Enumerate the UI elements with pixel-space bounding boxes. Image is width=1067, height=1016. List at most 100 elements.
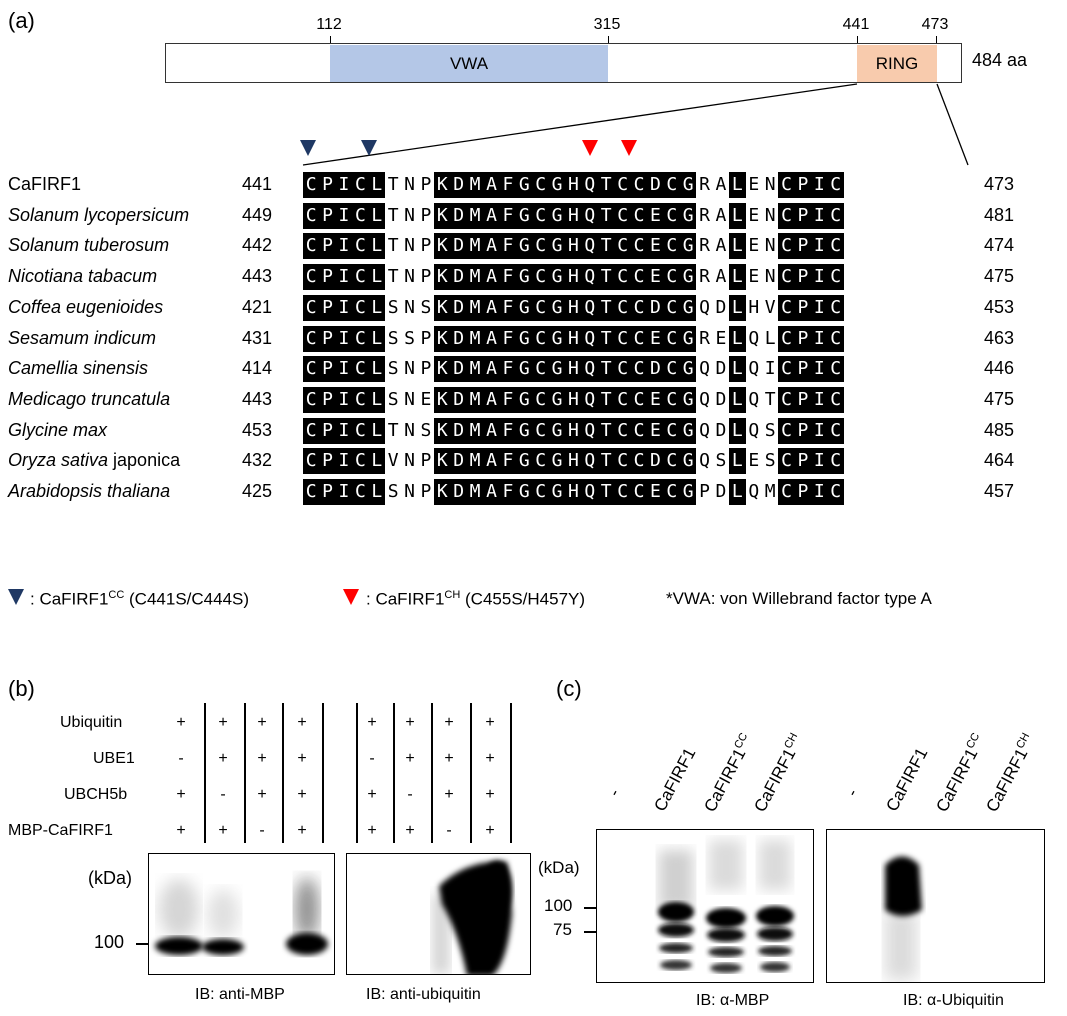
residue: P: [794, 325, 812, 352]
residue: F: [499, 202, 517, 229]
residue: C: [663, 386, 680, 413]
residue: C: [532, 386, 549, 413]
residue: C: [532, 325, 549, 352]
reaction-sign: +: [176, 714, 186, 731]
residue: N: [401, 264, 418, 291]
species-label: Solanum tuberosum: [8, 235, 170, 256]
tick-label-441: 441: [842, 16, 870, 33]
residue: C: [663, 356, 680, 383]
residue: C: [303, 233, 320, 260]
residue: T: [598, 448, 615, 475]
reaction-sign: +: [367, 714, 377, 731]
residue: H: [565, 479, 582, 505]
species-label: Nicotiana tabacum: [8, 266, 158, 287]
residue: R: [696, 325, 713, 352]
reaction-sign: +: [257, 750, 267, 767]
blot-alpha-mbp: [596, 829, 814, 983]
residue: V: [384, 448, 402, 475]
end-position: 485: [984, 419, 1015, 440]
marker-75-c: 75: [553, 920, 572, 939]
residue: C: [303, 356, 320, 383]
residue: G: [548, 233, 566, 260]
lane-label: CaFIRF1CH: [750, 731, 801, 816]
residue: G: [548, 172, 566, 198]
residue: S: [384, 294, 402, 321]
residue: C: [778, 233, 795, 260]
residue: A: [712, 264, 730, 291]
reaction-sign: -: [369, 750, 375, 767]
residue: P: [417, 202, 435, 229]
residue: D: [712, 294, 730, 321]
residue: G: [516, 233, 533, 260]
residue: E: [647, 325, 664, 352]
residue: D: [712, 479, 730, 505]
residue: C: [532, 264, 549, 291]
reaction-sign: +: [367, 786, 377, 803]
end-position: 464: [984, 450, 1015, 471]
residue: C: [352, 479, 369, 505]
residue: F: [499, 386, 517, 413]
residue: F: [499, 417, 517, 444]
residue: C: [663, 294, 680, 321]
reaction-sign: +: [297, 750, 307, 767]
residue: E: [745, 233, 762, 260]
residue: G: [516, 417, 533, 444]
residue: I: [335, 233, 353, 260]
residue: C: [630, 233, 648, 260]
residue: T: [384, 417, 402, 444]
residue: L: [368, 325, 385, 352]
lane-separator: [282, 703, 284, 843]
reaction-sign: +: [444, 714, 454, 731]
residue: M: [466, 448, 484, 475]
legend-cc: : CaFIRF1CC (C441S/C444S): [30, 589, 250, 609]
end-position: 446: [984, 358, 1015, 379]
residue: L: [729, 172, 746, 198]
residue: G: [679, 448, 697, 475]
residue: C: [532, 448, 549, 475]
residue: T: [598, 325, 615, 352]
residue: A: [712, 233, 730, 260]
residue: C: [614, 417, 631, 444]
end-position: 481: [984, 204, 1015, 225]
end-position: 473: [984, 174, 1015, 194]
residue: H: [565, 294, 582, 321]
residue: A: [483, 386, 500, 413]
residue: I: [811, 294, 828, 321]
residue: Q: [696, 356, 713, 383]
residue: P: [794, 479, 812, 505]
residue: Q: [696, 448, 713, 475]
end-position: 463: [984, 327, 1015, 348]
panel-b-label: (b): [8, 676, 35, 701]
residue: K: [434, 356, 451, 383]
residue: G: [679, 386, 697, 413]
residue: E: [745, 448, 762, 475]
blot-anti-mbp-bands: [155, 877, 328, 955]
residue: N: [401, 386, 418, 413]
species-label: Glycine max: [8, 419, 108, 440]
residue: D: [450, 202, 467, 229]
residue: P: [794, 417, 812, 444]
residue: L: [761, 325, 779, 352]
residue: C: [778, 448, 795, 475]
residue: M: [466, 479, 484, 505]
residue: C: [827, 233, 844, 260]
residue: L: [368, 448, 385, 475]
residue: C: [352, 417, 369, 444]
reaction-sign: +: [297, 786, 307, 803]
legend-cc-marker: [8, 589, 24, 605]
reaction-sign: +: [257, 786, 267, 803]
residue: I: [335, 294, 353, 321]
residue: S: [384, 356, 402, 383]
residue: A: [483, 294, 500, 321]
residue: D: [712, 386, 730, 413]
residue: Q: [581, 356, 599, 383]
residue: K: [434, 294, 451, 321]
residue: E: [647, 233, 664, 260]
residue: N: [761, 202, 779, 229]
start-position: 425: [242, 481, 273, 501]
residue: C: [614, 294, 631, 321]
reaction-sign: +: [257, 714, 267, 731]
residue: D: [712, 417, 730, 444]
